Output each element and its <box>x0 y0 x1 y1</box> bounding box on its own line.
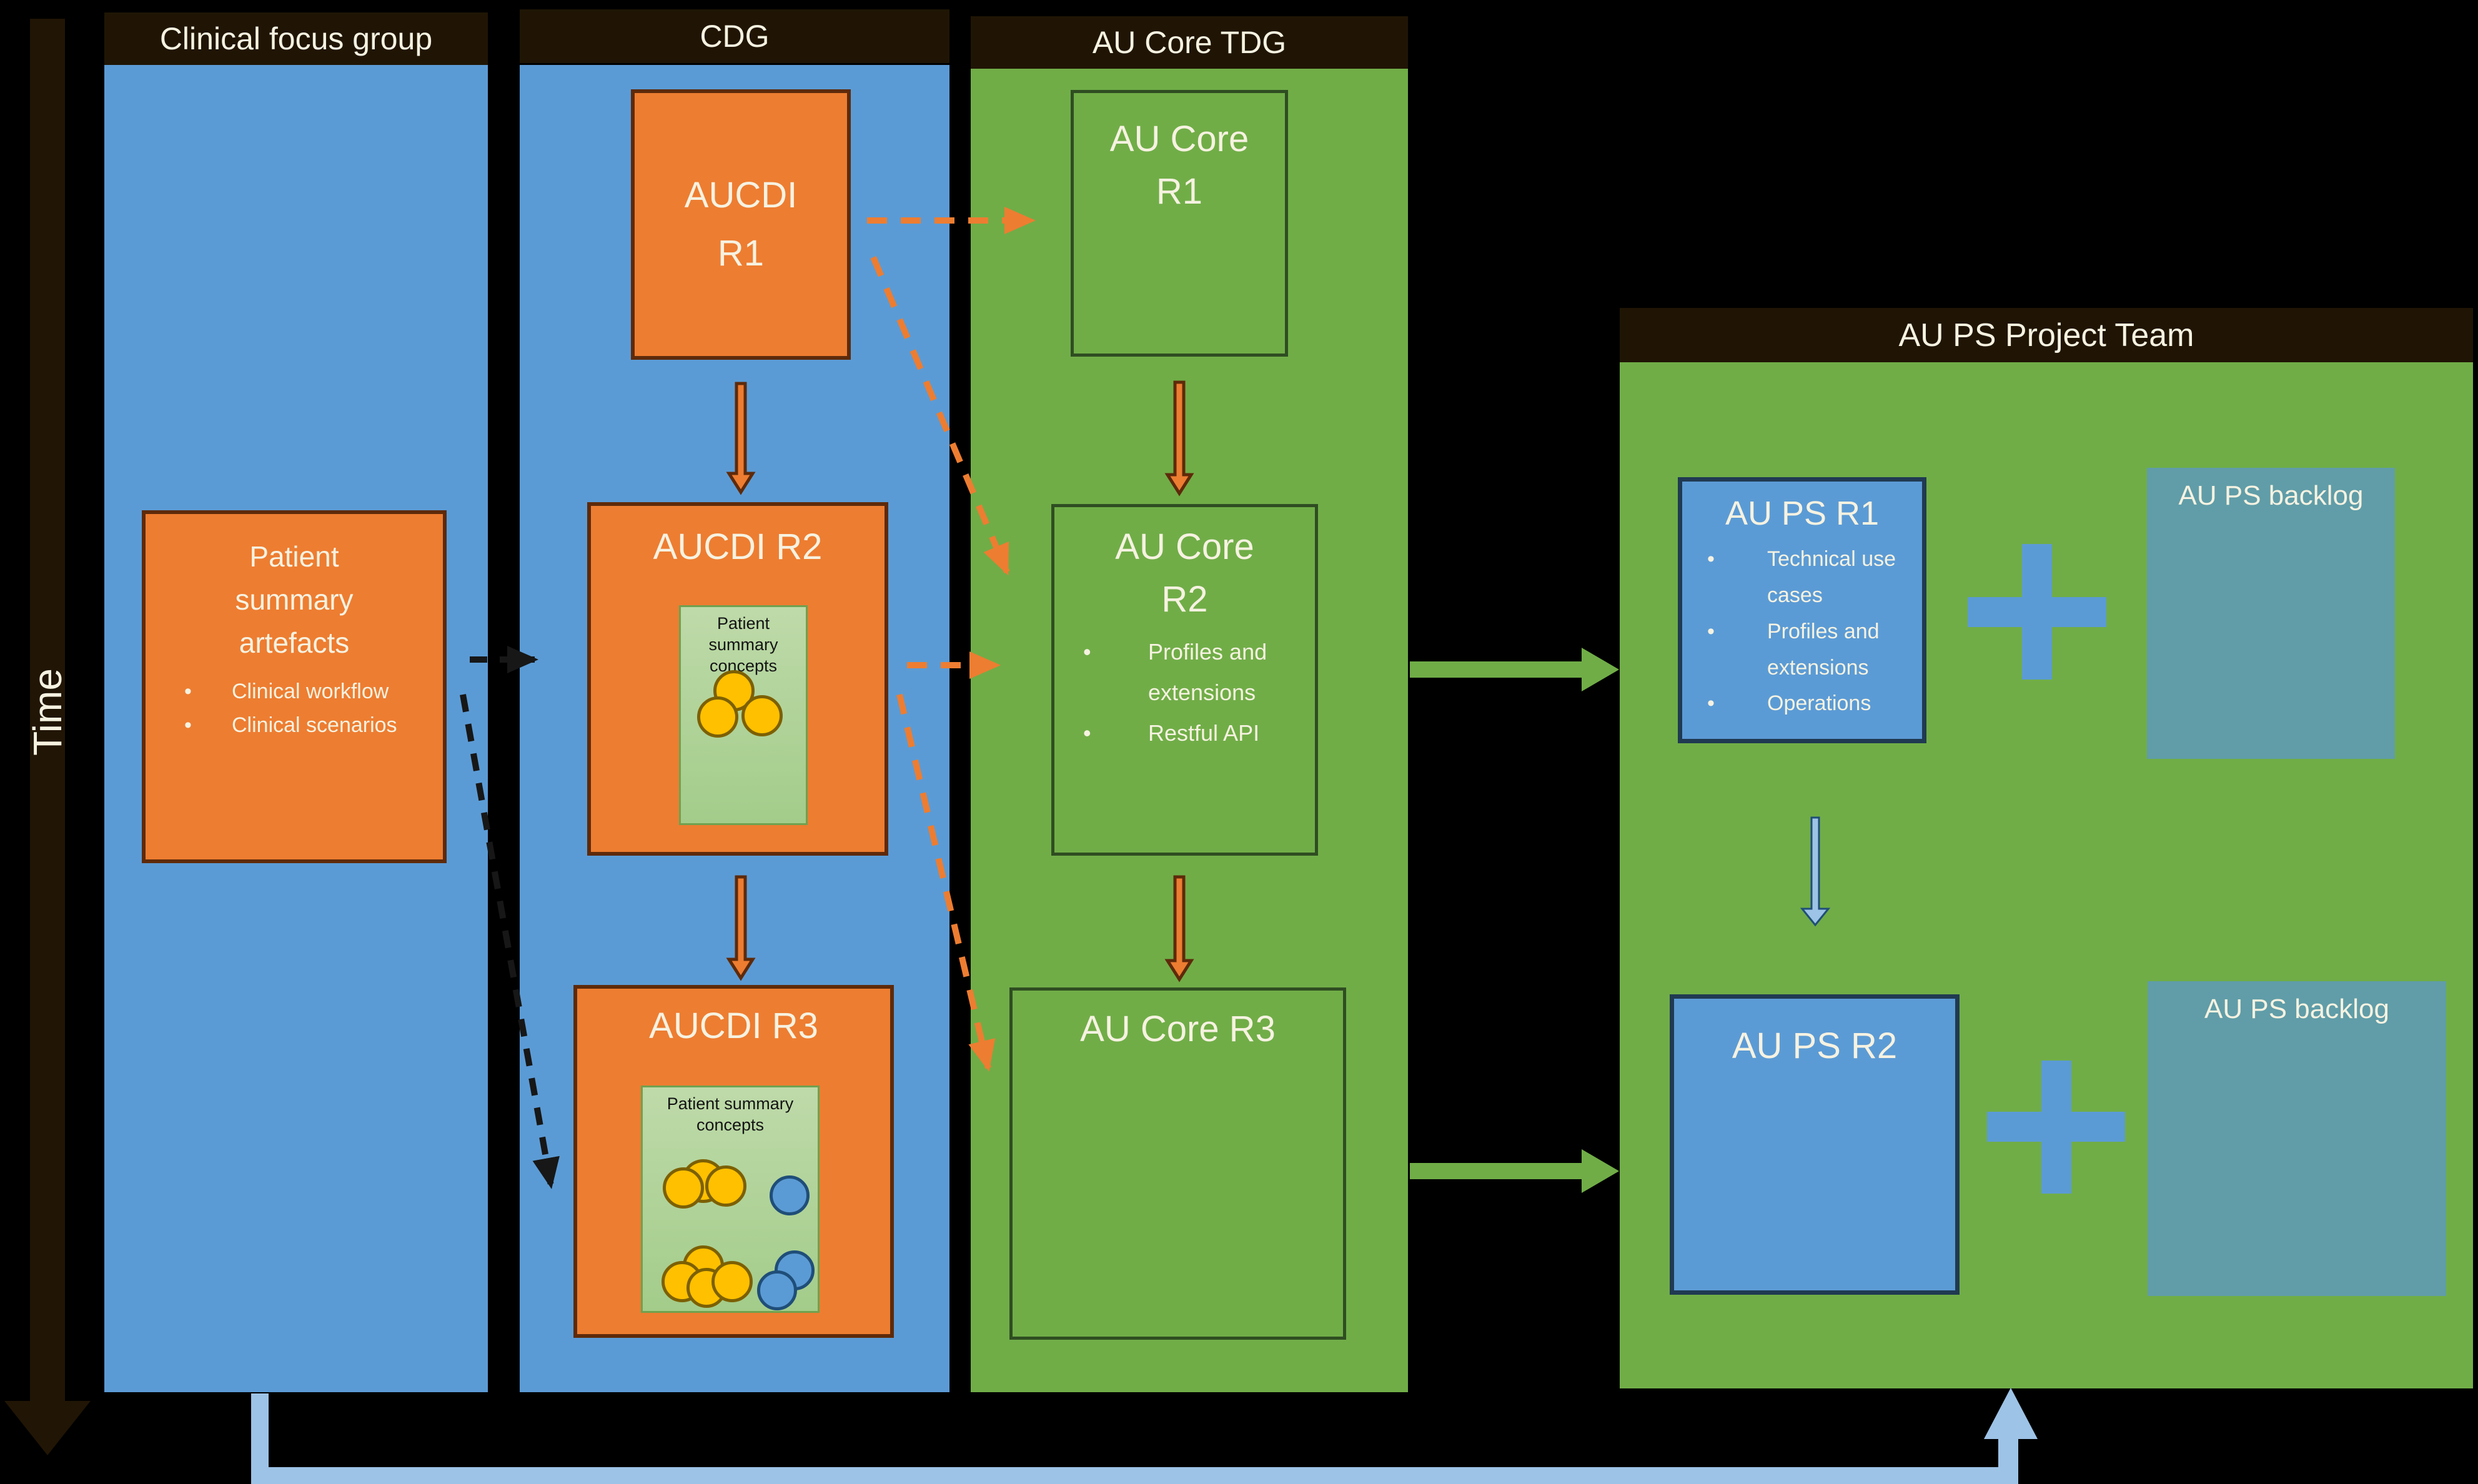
bullet-text: Profiles and extensions <box>1767 619 1880 680</box>
patient-summary-concepts-label: Patient summary concepts <box>708 614 778 675</box>
bullet-text: Profiles and extensions <box>1148 639 1267 705</box>
bullet-dot <box>1707 614 1767 650</box>
time-axis-arrowhead-icon <box>4 1401 91 1455</box>
bullet-item: Restful API <box>1083 713 1307 754</box>
concept-circle-yellow <box>663 1167 704 1209</box>
au-core-tdg-header: AU Core TDG <box>971 16 1408 69</box>
bullet-text: Clinical workflow <box>232 680 389 703</box>
aucdi-r3-title: AUCDI R3 <box>649 1006 818 1046</box>
au-ps-r1-title: AU PS R1 <box>1725 495 1880 532</box>
patient-summary-concepts-box: Patient summary concepts <box>679 605 808 825</box>
au-core-r2-title: AU Core R2 <box>1115 527 1254 620</box>
au-core-r2-box: AU Core R2 Profiles and extensions Restf… <box>1051 504 1318 856</box>
patient-summary-artefacts-box: Patient summary artefacts Clinical workf… <box>142 510 447 863</box>
plus-icon <box>2022 544 2052 680</box>
aucdi-r2-box: AUCDI R2 Patient summary concepts <box>587 502 888 856</box>
plus-icon <box>2041 1061 2071 1194</box>
aucdi-r1-box: AUCDI R1 <box>631 89 851 360</box>
aucdi-r3-box: AUCDI R3 Patient summary concepts <box>573 985 894 1338</box>
aucdi-r2-title: AUCDI R2 <box>653 527 823 567</box>
au-ps-r1-box: AU PS R1 Technical use cases Profiles an… <box>1678 477 1926 743</box>
concept-circle-blue <box>770 1175 810 1215</box>
bullet-dot <box>184 675 232 708</box>
bullet-dot <box>1707 686 1767 722</box>
patient-summary-concepts-label: Patient summary concepts <box>667 1094 794 1134</box>
bullet-item: Operations <box>1707 686 1917 722</box>
bullet-item: Profiles and extensions <box>1707 614 1917 686</box>
patient-summary-concepts-box: Patient summary concepts <box>641 1086 820 1313</box>
au-ps-r2-title: AU PS R2 <box>1732 1026 1898 1066</box>
cdg-header: CDG <box>520 9 949 63</box>
patient-summary-artefacts-bullets: Clinical workflow Clinical scenarios <box>146 675 443 743</box>
concept-circle-yellow <box>741 695 783 736</box>
au-core-r3-box: AU Core R3 <box>1009 987 1346 1340</box>
au-core-r1-box: AU Core R1 <box>1071 90 1288 357</box>
bullet-text: Clinical scenarios <box>232 713 397 738</box>
au-core-r1-title: AU Core R1 <box>1109 119 1249 212</box>
bullet-dot <box>1083 632 1148 673</box>
concept-circle-yellow <box>697 696 738 738</box>
concept-circle-yellow <box>711 1261 753 1302</box>
feedback-arrowhead-icon <box>1984 1388 2038 1439</box>
bullet-text: Operations <box>1767 691 1871 716</box>
au-ps-backlog-bottom-box: AU PS backlog <box>2148 981 2446 1296</box>
bullet-item: Clinical scenarios <box>184 708 433 742</box>
au-core-r3-title: AU Core R3 <box>1080 1009 1276 1049</box>
bullet-dot <box>1083 713 1148 754</box>
au-ps-r2-box: AU PS R2 <box>1670 994 1960 1295</box>
green-arrow-aucore-r2-to-aups <box>1410 648 1619 691</box>
concept-circle-blue <box>757 1270 797 1310</box>
green-arrow-aucore-r3-to-aups <box>1410 1149 1619 1193</box>
au-core-r2-bullets: Profiles and extensions Restful API <box>1054 632 1315 753</box>
bullet-item: Clinical workflow <box>184 675 433 708</box>
au-ps-backlog-label: AU PS backlog <box>2178 480 2364 511</box>
patient-summary-artefacts-title: Patient summary artefacts <box>235 540 354 659</box>
bullet-item: Profiles and extensions <box>1083 632 1307 713</box>
au-ps-backlog-label: AU PS backlog <box>2204 994 2389 1024</box>
feedback-arrow-stem <box>1998 1435 2018 1469</box>
time-axis-label: Time <box>25 668 70 756</box>
bullet-text: Restful API <box>1148 720 1260 746</box>
bullet-dot <box>1707 542 1767 578</box>
clinical-focus-group-header: Clinical focus group <box>104 12 488 65</box>
feedback-line-horizontal <box>251 1467 2018 1484</box>
concept-circle-yellow <box>705 1165 746 1207</box>
au-ps-r1-bullets: Technical use cases Profiles and extensi… <box>1682 542 1922 722</box>
time-axis-line <box>30 19 65 1401</box>
au-ps-project-team-header: AU PS Project Team <box>1620 308 2473 362</box>
au-ps-backlog-top-box: AU PS backlog <box>2147 468 2395 759</box>
feedback-line-vertical <box>251 1393 269 1467</box>
aucdi-r1-title: AUCDI R1 <box>684 174 798 274</box>
bullet-text: Technical use cases <box>1767 547 1896 608</box>
bullet-dot <box>184 708 232 742</box>
bullet-item: Technical use cases <box>1707 542 1917 614</box>
